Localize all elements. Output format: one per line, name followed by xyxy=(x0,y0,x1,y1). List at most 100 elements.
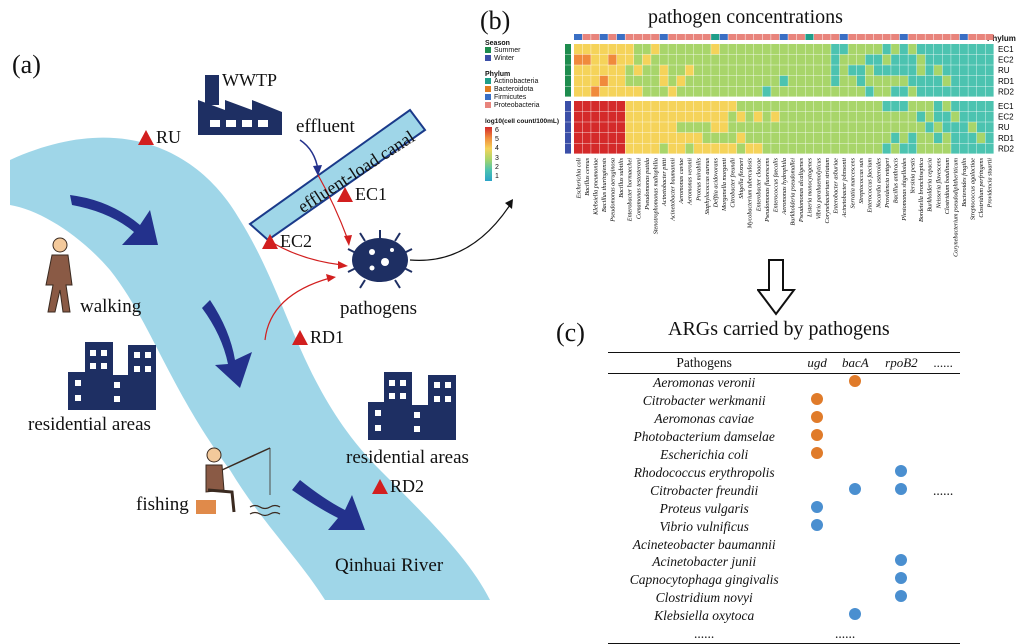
presence-dot xyxy=(849,483,862,495)
heatmap-cell xyxy=(574,122,583,133)
scale-tick: 3 xyxy=(495,154,499,162)
heatmap-cell xyxy=(625,132,634,143)
heatmap-cell xyxy=(616,54,626,65)
heatmap-cell xyxy=(805,65,814,76)
heatmap-cell xyxy=(959,122,968,133)
heatmap-cell xyxy=(805,54,814,65)
heatmap-cell xyxy=(702,143,711,154)
heatmap-legend: Season Summer Winter Phylum Actinobacter… xyxy=(485,40,565,181)
gene-cell xyxy=(834,446,877,464)
heatmap-col-label: Staphylococcus aureus xyxy=(704,157,711,214)
heatmap-row-label: EC2 xyxy=(998,113,1014,122)
heatmap-cell xyxy=(908,54,917,65)
gene-cell xyxy=(877,374,927,393)
phylum-cell xyxy=(608,34,617,40)
heatmap-col-label: Pseudomonas aeruginosa xyxy=(610,158,617,223)
gene-cell xyxy=(800,607,834,625)
heatmap-cell xyxy=(805,111,814,122)
panel-label-a: (a) xyxy=(12,50,41,79)
heatmap-cell xyxy=(599,54,608,65)
heatmap-cell xyxy=(574,54,583,65)
args-header-cell: ...... xyxy=(926,352,960,374)
heatmap-col-label: Pseudomonas fluorescens xyxy=(764,157,771,222)
heatmap-cell xyxy=(694,101,703,112)
heatmap-cell xyxy=(625,44,634,55)
heatmap-cell xyxy=(951,111,960,122)
river-map xyxy=(10,75,513,600)
heatmap-cell xyxy=(985,122,994,133)
heatmap-cell xyxy=(925,75,934,86)
heatmap-cell xyxy=(959,111,968,122)
heatmap-cell xyxy=(839,54,848,65)
heatmap-col-label: Enterobacter cloacae xyxy=(755,158,762,212)
phylum-cell xyxy=(634,34,643,40)
presence-dot xyxy=(895,465,908,477)
phylum-cell xyxy=(916,34,925,40)
heatmap-cell xyxy=(805,101,814,112)
heatmap-cell xyxy=(822,86,831,97)
args-header-cell: Pathogens xyxy=(608,352,801,374)
panel-label-c: (c) xyxy=(556,318,585,347)
heatmap-col-label: Aeromonas hydrophila xyxy=(781,158,788,215)
heatmap-cell xyxy=(976,122,986,133)
heatmap-row-label: RD2 xyxy=(998,144,1015,153)
heatmap-cell xyxy=(642,65,651,76)
heatmap-cell xyxy=(591,122,600,133)
heatmap-cell xyxy=(908,101,917,112)
phylum-cell xyxy=(908,34,917,40)
heatmap-cell xyxy=(659,132,668,143)
pathogen-name: Aeromonas caviae xyxy=(654,411,754,426)
heatmap-cell xyxy=(959,86,968,97)
phylum-cell xyxy=(659,34,668,40)
heatmap-cell xyxy=(711,44,720,55)
pathogens-label: pathogens xyxy=(340,298,418,319)
heatmap-cell xyxy=(985,54,994,65)
gene-cell xyxy=(877,536,927,553)
heatmap-cell xyxy=(582,132,591,143)
heatmap-cell xyxy=(736,101,746,112)
heatmap-cell xyxy=(916,65,926,76)
heatmap-cell xyxy=(762,111,771,122)
heatmap-row-label: EC2 xyxy=(998,56,1014,65)
flow-arrow xyxy=(70,195,158,245)
heatmap-cell xyxy=(642,111,651,122)
heatmap-cell xyxy=(934,122,943,133)
heatmap-cell xyxy=(848,101,857,112)
heatmap-cell xyxy=(651,54,660,65)
heatmap-col-label: Neisseria flavescens xyxy=(935,157,942,209)
heatmap-col-label: Comamonas testosteroni xyxy=(635,158,642,219)
heatmap-cell xyxy=(814,54,823,65)
heatmap-cell xyxy=(719,122,728,133)
heatmap-cell xyxy=(865,101,874,112)
season-cell xyxy=(565,122,571,133)
site-marker-icon xyxy=(262,234,278,249)
heatmap-cell xyxy=(634,54,643,65)
extra-cell xyxy=(926,589,960,607)
site-marker-icon xyxy=(292,330,308,345)
heatmap-cell xyxy=(934,132,943,143)
heatmap-cell xyxy=(582,75,591,86)
heatmap-cell xyxy=(839,143,848,154)
heatmap-cell xyxy=(942,101,951,112)
heatmap-cell xyxy=(891,111,900,122)
heatmap-cell xyxy=(831,111,840,122)
heatmap-col-label: Clostridium botulinum xyxy=(944,157,951,214)
heatmap-cell xyxy=(874,44,883,55)
heatmap-cell xyxy=(848,132,857,143)
heatmap-cell xyxy=(865,143,874,154)
extra-cell xyxy=(926,553,960,571)
presence-dot xyxy=(811,393,824,405)
heatmap-cell xyxy=(659,111,668,122)
heatmap-cell xyxy=(771,54,780,65)
gene-cell xyxy=(877,428,927,446)
pathogen-name: Vibrio vulnificus xyxy=(659,519,749,534)
heatmap-cell xyxy=(651,101,660,112)
heatmap-cell xyxy=(814,111,823,122)
walking-label: walking xyxy=(80,296,142,317)
heatmap-cell xyxy=(719,75,728,86)
heatmap-cell xyxy=(839,101,848,112)
heatmap-row-label: RD2 xyxy=(998,87,1015,96)
heatmap-cell xyxy=(608,54,617,65)
extra-cell xyxy=(926,571,960,589)
heatmap-cell xyxy=(916,111,926,122)
